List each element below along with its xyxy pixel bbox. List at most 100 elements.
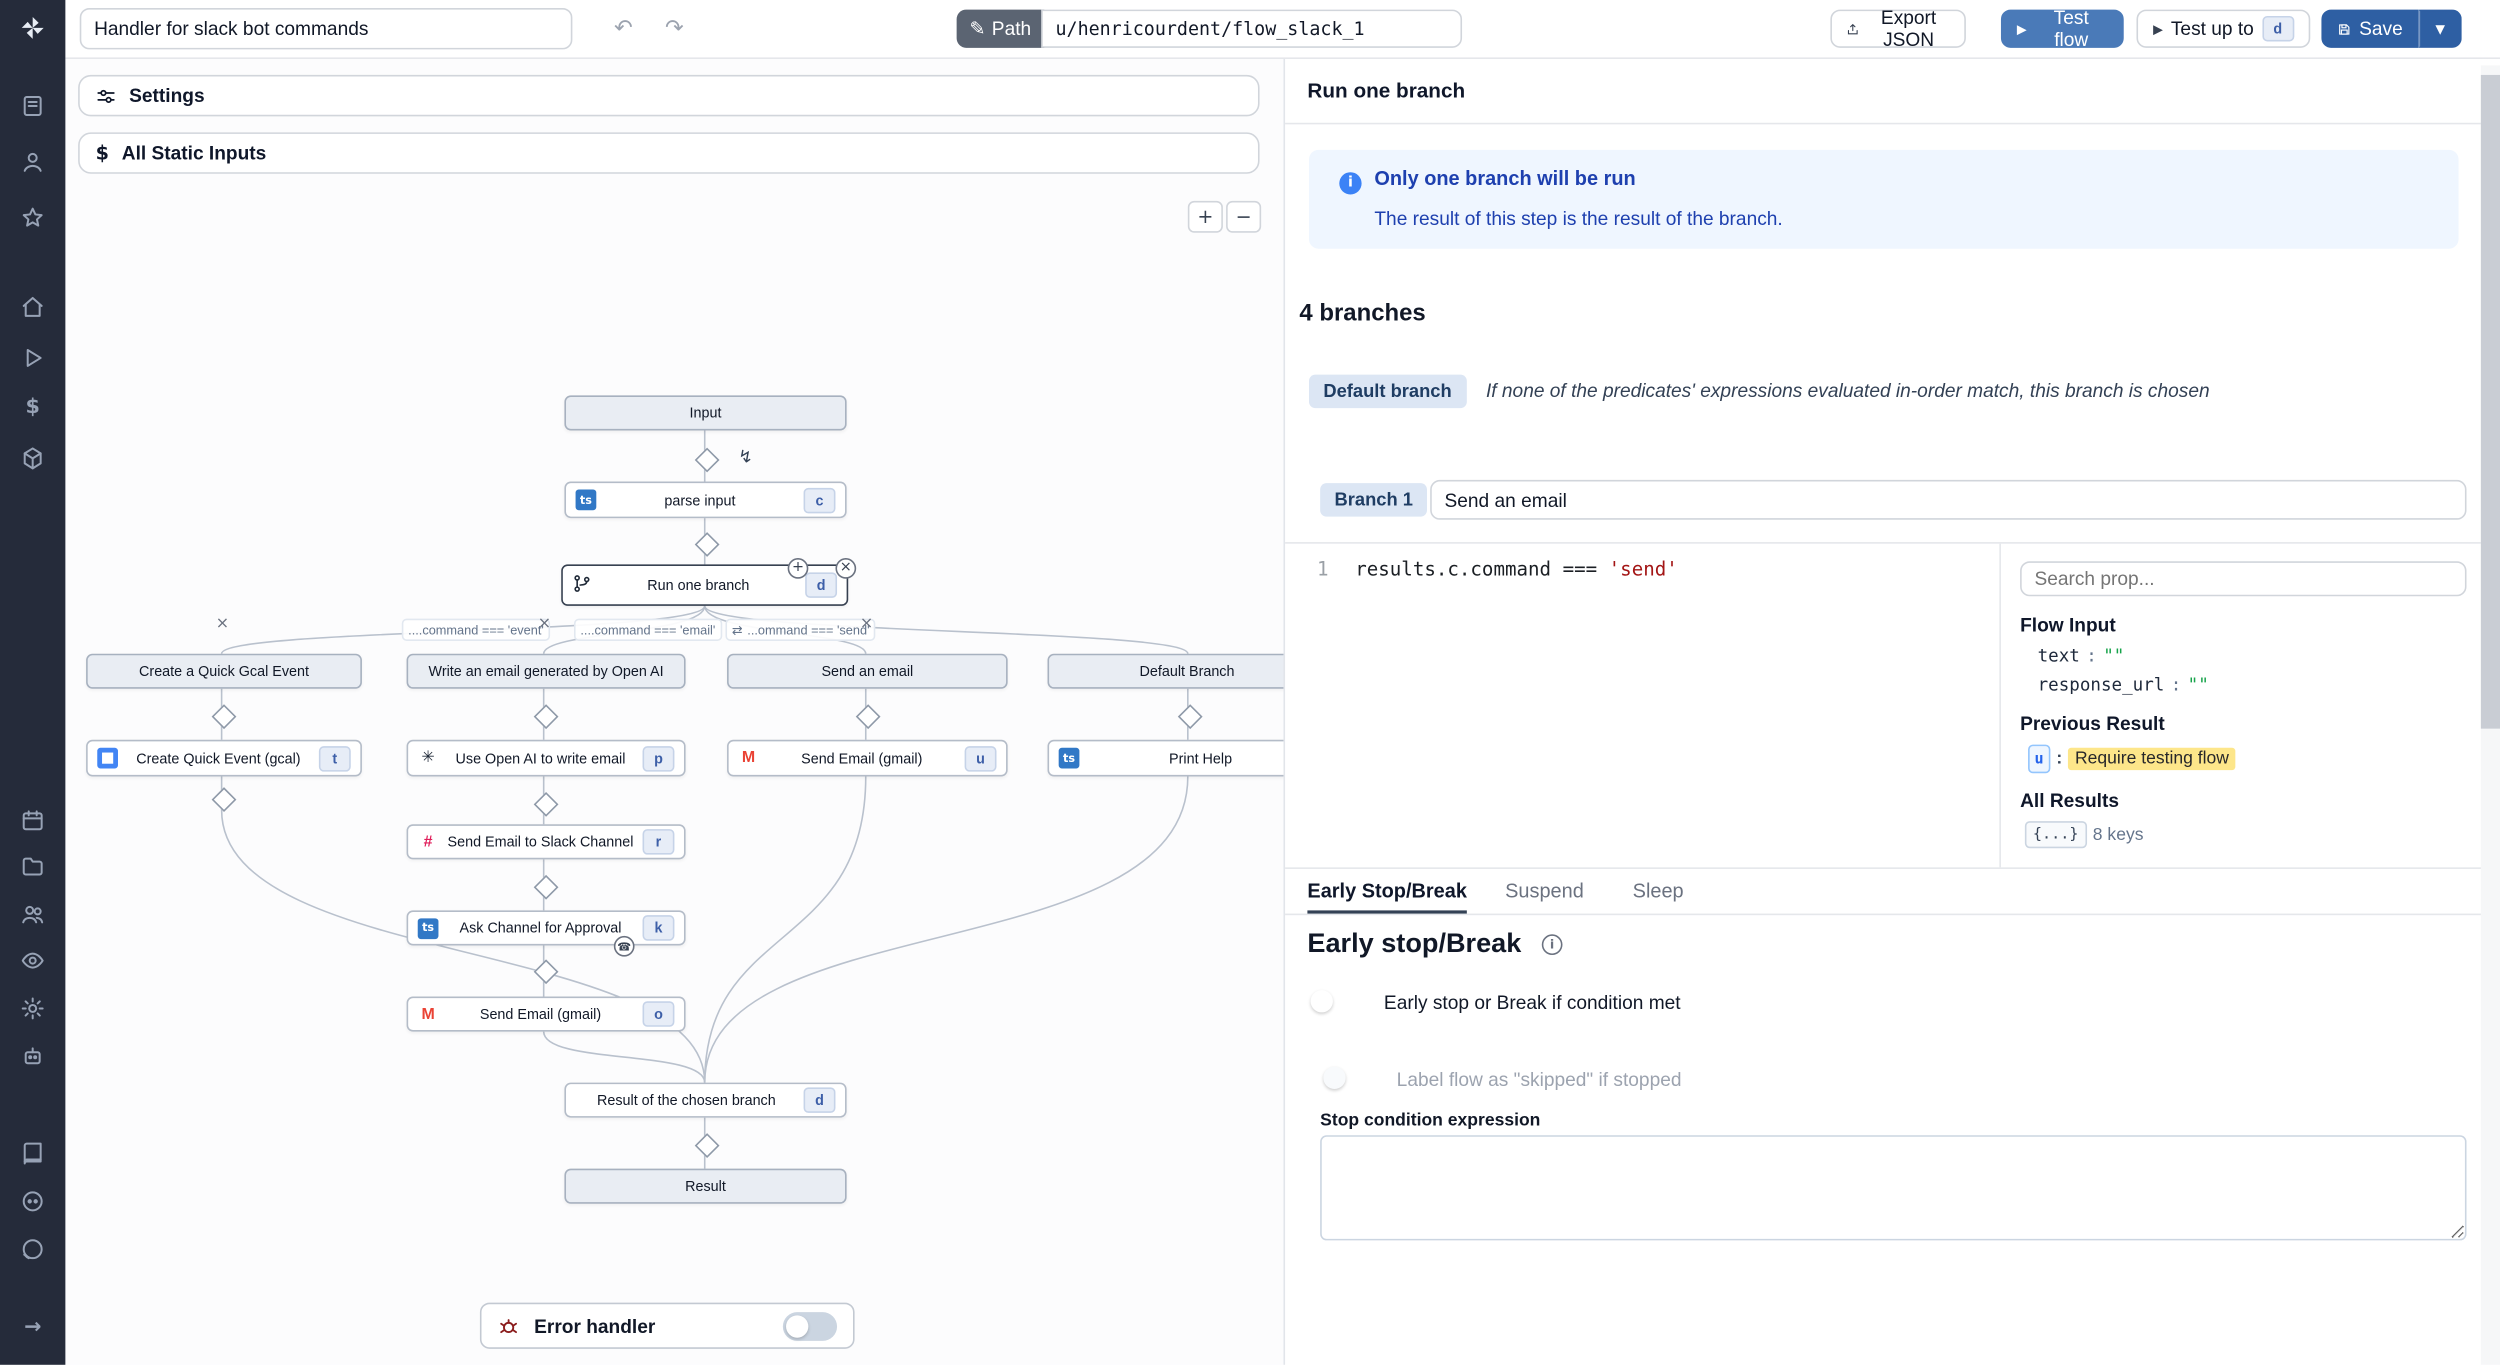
workers-icon[interactable] (0, 1036, 65, 1074)
branch-1-badge[interactable]: Branch 1 (1320, 483, 1428, 517)
windmill-logo-icon[interactable] (0, 8, 65, 46)
branch-header-gcal[interactable]: Create a Quick Gcal Event (86, 653, 362, 689)
error-handler-bar[interactable]: Error handler (479, 1302, 855, 1349)
node-openai-write-email[interactable]: ✳ Use Open AI to write email p (406, 739, 686, 777)
step-id-badge: p (642, 745, 675, 771)
node-ask-channel-approval[interactable]: ts Ask Channel for Approval k (406, 910, 686, 946)
save-button[interactable]: Save (2321, 9, 2419, 48)
user-icon[interactable] (0, 142, 65, 180)
prop-row-text[interactable]: text:"" (2037, 645, 2125, 667)
branch-condition-label[interactable]: ....command === 'email' (573, 618, 722, 641)
test-up-to-button[interactable]: ▶ Test up to d (2136, 9, 2311, 48)
bug-icon (500, 1318, 517, 1333)
code-editor[interactable]: results.c.command === 'send' (1355, 558, 1678, 581)
tab-suspend[interactable]: Suspend (1505, 880, 1584, 903)
step-id-badge: r (642, 829, 675, 855)
audit-logs-icon[interactable] (0, 941, 65, 979)
prop-row-all-results[interactable]: {...} 8 keys (2024, 821, 2144, 849)
add-branch-icon[interactable]: + (787, 558, 809, 579)
runs-icon[interactable] (0, 338, 65, 376)
remove-branch-icon[interactable]: × (859, 615, 874, 633)
static-inputs-bar[interactable]: $ All Static Inputs (78, 132, 1260, 174)
path-button[interactable]: ✎ Path (956, 9, 1044, 48)
default-branch-description: If none of the predicates' expressions e… (1485, 379, 2210, 402)
schedules-icon[interactable] (0, 800, 65, 838)
resources-icon[interactable] (0, 438, 65, 476)
node-print-help[interactable]: ts Print Help (1047, 739, 1284, 777)
flow-canvas[interactable]: + − Input ↯ ts parse input c Run one bra… (65, 188, 1284, 1365)
tab-early-stop[interactable]: Early Stop/Break (1307, 880, 1467, 914)
expand-sidebar-icon[interactable]: → (23, 1314, 42, 1339)
trigger-bolt-icon[interactable]: ↯ (738, 446, 753, 468)
discord-icon[interactable] (0, 1181, 65, 1219)
early-stop-toggle-label: Early stop or Break if condition met (1383, 991, 1681, 1015)
branch-header-openai[interactable]: Write an email generated by Open AI (406, 653, 686, 689)
step-id-badge: u (2028, 744, 2050, 774)
github-icon[interactable] (0, 1229, 65, 1267)
remove-branch-icon[interactable]: × (215, 615, 230, 633)
notes-icon[interactable] (0, 86, 65, 124)
scrollbar-thumb[interactable] (2480, 74, 2500, 729)
node-branch-result[interactable]: Result of the chosen branch d (564, 1082, 847, 1118)
export-icon (1847, 23, 1858, 34)
node-send-email-gmail-2[interactable]: M Send Email (gmail) o (406, 996, 686, 1032)
info-icon: i (1339, 172, 1362, 195)
step-detail-panel: Run one branch i Only one branch will be… (1283, 57, 2500, 1365)
gmail-icon: M (421, 1005, 435, 1023)
undo-button[interactable]: ↶ (604, 10, 642, 48)
test-flow-button[interactable]: ▶ Test flow (2000, 6, 2124, 51)
info-icon: i (1541, 934, 1563, 956)
groups-icon[interactable] (0, 894, 65, 932)
node-send-email-gmail-1[interactable]: M Send Email (gmail) u (727, 739, 1008, 777)
node-parse-input[interactable]: ts parse input c (564, 481, 847, 519)
branch-header-send-email[interactable]: Send an email (727, 653, 1008, 689)
node-send-email-slack[interactable]: # Send Email to Slack Channel r (406, 824, 686, 860)
zoom-out-button[interactable]: − (1226, 200, 1262, 233)
flow-editor-panel: Settings $ All Static Inputs (65, 57, 1284, 1365)
early-stop-heading: Early stop/Break i (1307, 928, 1563, 960)
branch-summary-input[interactable] (1430, 479, 2467, 520)
branch-icon (572, 574, 591, 596)
search-prop-input[interactable] (2020, 561, 2467, 597)
path-input[interactable] (1041, 9, 1463, 48)
node-create-quick-event[interactable]: Create Quick Event (gcal) t (86, 739, 362, 777)
previous-result-heading: Previous Result (2020, 712, 2165, 736)
variables-icon[interactable]: $ (25, 394, 40, 419)
test-up-to-step-badge: d (2261, 15, 2294, 42)
flow-name-input[interactable] (79, 7, 573, 50)
error-handler-toggle[interactable] (782, 1311, 838, 1341)
home-icon[interactable] (0, 287, 65, 325)
export-json-button[interactable]: Export JSON (1830, 6, 1966, 51)
delete-step-icon[interactable]: × (835, 558, 857, 579)
remove-branch-icon[interactable]: × (537, 615, 552, 633)
save-dropdown-button[interactable]: ▾ (2418, 9, 2462, 48)
tab-sleep[interactable]: Sleep (1632, 880, 1684, 903)
branch-header-default[interactable]: Default Branch (1047, 653, 1284, 689)
play-icon: ▶ (2153, 21, 2163, 36)
redo-button[interactable]: ↷ (655, 10, 693, 48)
branch-condition-label[interactable]: ⇄ ...ommand === 'send' (725, 618, 876, 641)
stop-condition-label: Stop condition expression (1320, 1111, 1541, 1131)
stop-condition-textarea[interactable] (1320, 1135, 2467, 1241)
typescript-icon: ts (1058, 747, 1080, 769)
folders-icon[interactable] (0, 847, 65, 885)
zoom-in-button[interactable]: + (1187, 200, 1223, 233)
label-skipped-toggle-label: Label flow as "skipped" if stopped (1396, 1068, 1682, 1091)
openai-icon: ✳ (421, 749, 435, 767)
suspend-approval-icon: ☎ (613, 935, 635, 957)
docs-book-icon[interactable] (0, 1134, 65, 1172)
zoom-controls: + − (1187, 200, 1262, 233)
node-input[interactable]: Input (564, 395, 847, 431)
prop-row-previous-result[interactable]: u : Require testing flow (2028, 744, 2236, 774)
dollar-icon: $ (95, 141, 109, 165)
settings-gear-icon[interactable] (0, 989, 65, 1027)
star-icon[interactable] (0, 198, 65, 236)
flow-settings-bar[interactable]: Settings (78, 74, 1260, 117)
save-icon (2339, 23, 2350, 34)
topbar: ↶ ↷ ✎ Path Export JSON ▶ Test flow ▶ Tes… (65, 0, 2500, 59)
prop-row-response-url[interactable]: response_url:"" (2037, 674, 2209, 696)
step-id-badge: k (642, 915, 675, 941)
branch-condition-label[interactable]: ....command === 'event' (401, 618, 551, 641)
node-result[interactable]: Result (564, 1168, 847, 1204)
default-branch-badge[interactable]: Default branch (1308, 374, 1467, 409)
